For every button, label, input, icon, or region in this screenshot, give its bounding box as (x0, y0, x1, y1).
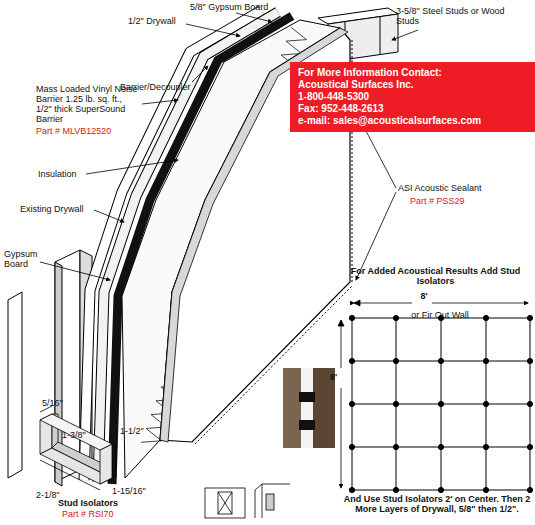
callout-label: 3-5/8" Steel Studs or Wood Studs (396, 6, 514, 26)
callout-label: 1/2" Drywall (128, 16, 188, 26)
dimension-arrow (338, 300, 528, 488)
callout-label: Existing Drywall (20, 204, 100, 214)
leader-line (40, 13, 418, 280)
contact-box: For More Information Contact:Acoustical … (290, 62, 535, 132)
isolator-dot (483, 487, 488, 492)
contact-text: e-mail: sales@acousticalsurfaces.com (298, 115, 527, 127)
isolator-dot (349, 358, 354, 363)
callout-label: Gypsum Board (4, 249, 42, 269)
callout-label: 1-1/2" (120, 426, 150, 436)
stud-grid (349, 315, 532, 492)
isolator-dot (527, 315, 532, 320)
contact-text: 1-800-448-5300 (298, 91, 527, 103)
isolator-dot (393, 444, 398, 449)
callout-label: 1-3/8" (62, 430, 92, 440)
part-number: Part # PSS29 (410, 196, 500, 206)
isolator-dot (483, 315, 488, 320)
isolator-dot (483, 401, 488, 406)
isolator-dot (483, 444, 488, 449)
callout-label: ASI Acoustic Sealant (398, 183, 518, 193)
callout-label: And Use Stud Isolators 2' on Center. The… (342, 494, 532, 514)
isolator-dot (349, 444, 354, 449)
isolator-dot (527, 401, 532, 406)
callout-label: For Added Acoustical Results Add Stud Is… (338, 266, 533, 286)
isolator-dot (483, 358, 488, 363)
callout-label: 8' (414, 291, 434, 301)
isolator-dot (527, 358, 532, 363)
stud-isolator-photo (283, 368, 335, 448)
part-number: Part # MLVB12520 (36, 126, 140, 136)
callout-label: or Fir Out Wall (380, 310, 500, 320)
isolator-dot (393, 315, 398, 320)
isolator-dot (438, 487, 443, 492)
stud-isolator-drawing (40, 406, 116, 490)
callout-label: Stud Isolators (58, 498, 138, 508)
isolator-dot (349, 401, 354, 406)
callout-label: Insulation (38, 169, 88, 179)
isolator-dot (438, 444, 443, 449)
callout-label: Mass Loaded Vinyl Noise Barrier 1.25 lb.… (36, 84, 140, 124)
isolator-dot (349, 315, 354, 320)
part-number: Part # RSI70 (62, 509, 142, 519)
callout-label: 5/16" (42, 398, 72, 408)
isolator-dot (527, 444, 532, 449)
isolator-dot (438, 358, 443, 363)
isolator-dot (438, 401, 443, 406)
isolator-dot (393, 358, 398, 363)
callout-label: 5/8" Gypsum Board (190, 2, 300, 12)
callout-label: 1-15/16" (112, 486, 152, 496)
isolator-dot (527, 487, 532, 492)
detail-drawing (205, 484, 290, 518)
isolator-dot (349, 487, 354, 492)
callout-label: 8' (330, 372, 350, 382)
isolator-dot (393, 401, 398, 406)
isolator-dot (393, 487, 398, 492)
contact-text: Fax: 952-448-2613 (298, 103, 527, 115)
contact-text: Acoustical Surfaces Inc. (298, 79, 527, 91)
contact-text: For More Information Contact: (298, 67, 527, 79)
